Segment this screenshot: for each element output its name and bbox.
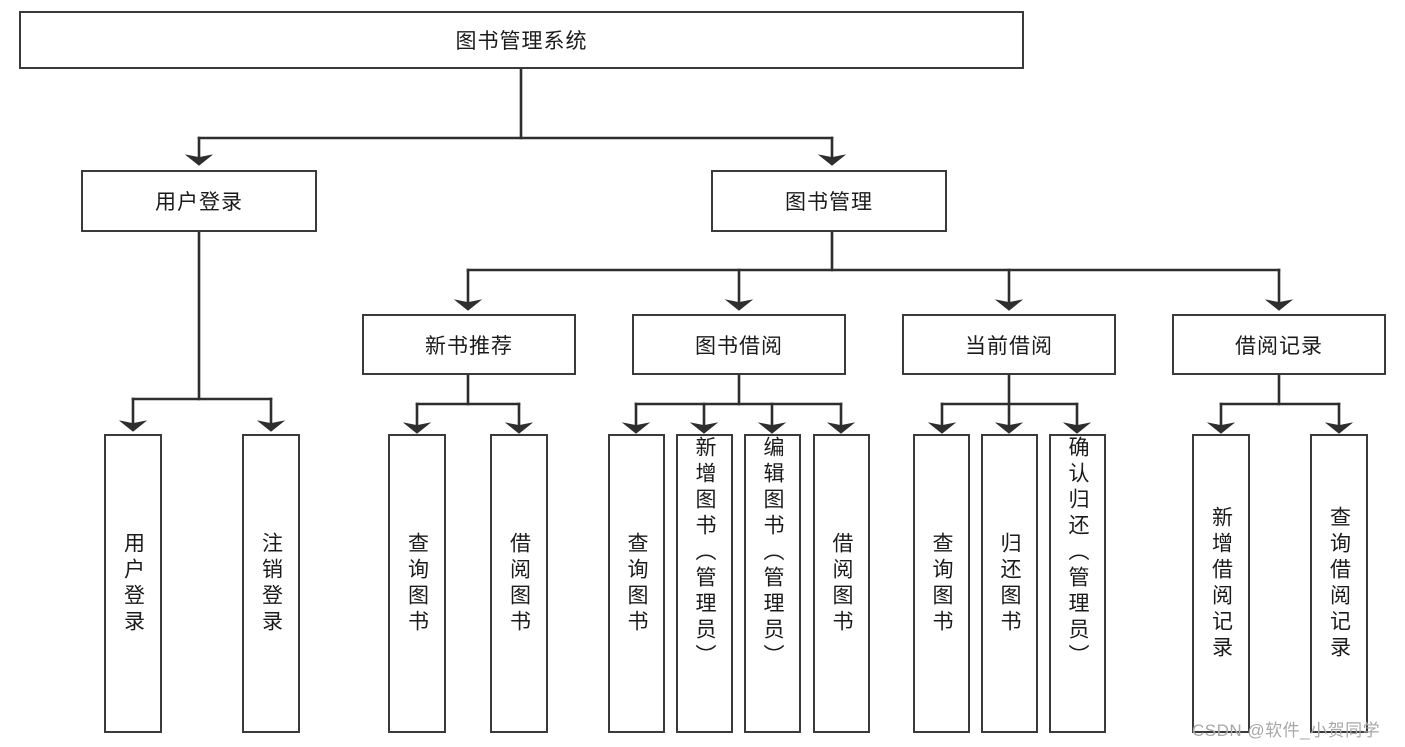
node-leaf-edit-book[interactable]: 编辑图书（管理员）: [744, 434, 801, 733]
node-book-manage-label: 图书管理: [785, 191, 873, 214]
node-leaf-return-book-label: 归还图书: [998, 531, 1021, 636]
node-leaf-logout-login-label: 注销登录: [259, 531, 283, 636]
node-book-borrow-label: 图书借阅: [695, 334, 783, 358]
node-leaf-logout-login[interactable]: 注销登录: [242, 434, 300, 733]
node-leaf-query-record[interactable]: 查询借阅记录: [1310, 434, 1368, 733]
node-leaf-borrow-book-2-label: 借阅图书: [830, 531, 853, 636]
node-leaf-borrow-book-1[interactable]: 借阅图书: [490, 434, 548, 733]
node-leaf-query-book-2-label: 查询图书: [625, 531, 648, 636]
node-root[interactable]: 图书管理系统: [19, 11, 1024, 69]
node-leaf-borrow-book-1-label: 借阅图书: [507, 531, 531, 636]
node-leaf-add-record[interactable]: 新增借阅记录: [1192, 434, 1250, 733]
node-current-borrow[interactable]: 当前借阅: [902, 314, 1116, 375]
node-user-login[interactable]: 用户登录: [81, 170, 317, 232]
node-leaf-query-book-2[interactable]: 查询图书: [608, 434, 665, 733]
node-new-book-recommend[interactable]: 新书推荐: [362, 314, 576, 375]
node-leaf-add-record-label: 新增借阅记录: [1209, 505, 1233, 662]
node-leaf-query-book-3-label: 查询图书: [930, 531, 953, 636]
node-borrow-record[interactable]: 借阅记录: [1172, 314, 1386, 375]
node-leaf-return-book[interactable]: 归还图书: [981, 434, 1038, 733]
node-root-label: 图书管理系统: [455, 30, 588, 53]
node-leaf-query-book-1[interactable]: 查询图书: [388, 434, 446, 733]
node-leaf-user-login[interactable]: 用户登录: [104, 434, 162, 733]
node-new-book-recommend-label: 新书推荐: [425, 334, 513, 358]
node-leaf-query-record-label: 查询借阅记录: [1327, 505, 1351, 662]
node-leaf-add-book[interactable]: 新增图书（管理员）: [676, 434, 733, 733]
node-leaf-query-book-3[interactable]: 查询图书: [913, 434, 970, 733]
node-leaf-edit-book-label: 编辑图书（管理员）: [761, 436, 784, 670]
node-leaf-borrow-book-2[interactable]: 借阅图书: [813, 434, 870, 733]
watermark-text: CSDN @软件_小贺同学: [1192, 721, 1381, 740]
node-user-login-label: 用户登录: [155, 191, 243, 214]
node-leaf-user-login-label: 用户登录: [121, 531, 145, 636]
node-book-manage[interactable]: 图书管理: [711, 170, 947, 232]
node-book-borrow[interactable]: 图书借阅: [632, 314, 846, 375]
node-current-borrow-label: 当前借阅: [965, 334, 1053, 358]
node-leaf-add-book-label: 新增图书（管理员）: [693, 436, 716, 670]
node-leaf-confirm-return-label: 确认归还（管理员）: [1066, 436, 1089, 670]
node-borrow-record-label: 借阅记录: [1235, 334, 1323, 358]
node-leaf-query-book-1-label: 查询图书: [405, 531, 429, 636]
node-leaf-confirm-return[interactable]: 确认归还（管理员）: [1049, 434, 1106, 733]
